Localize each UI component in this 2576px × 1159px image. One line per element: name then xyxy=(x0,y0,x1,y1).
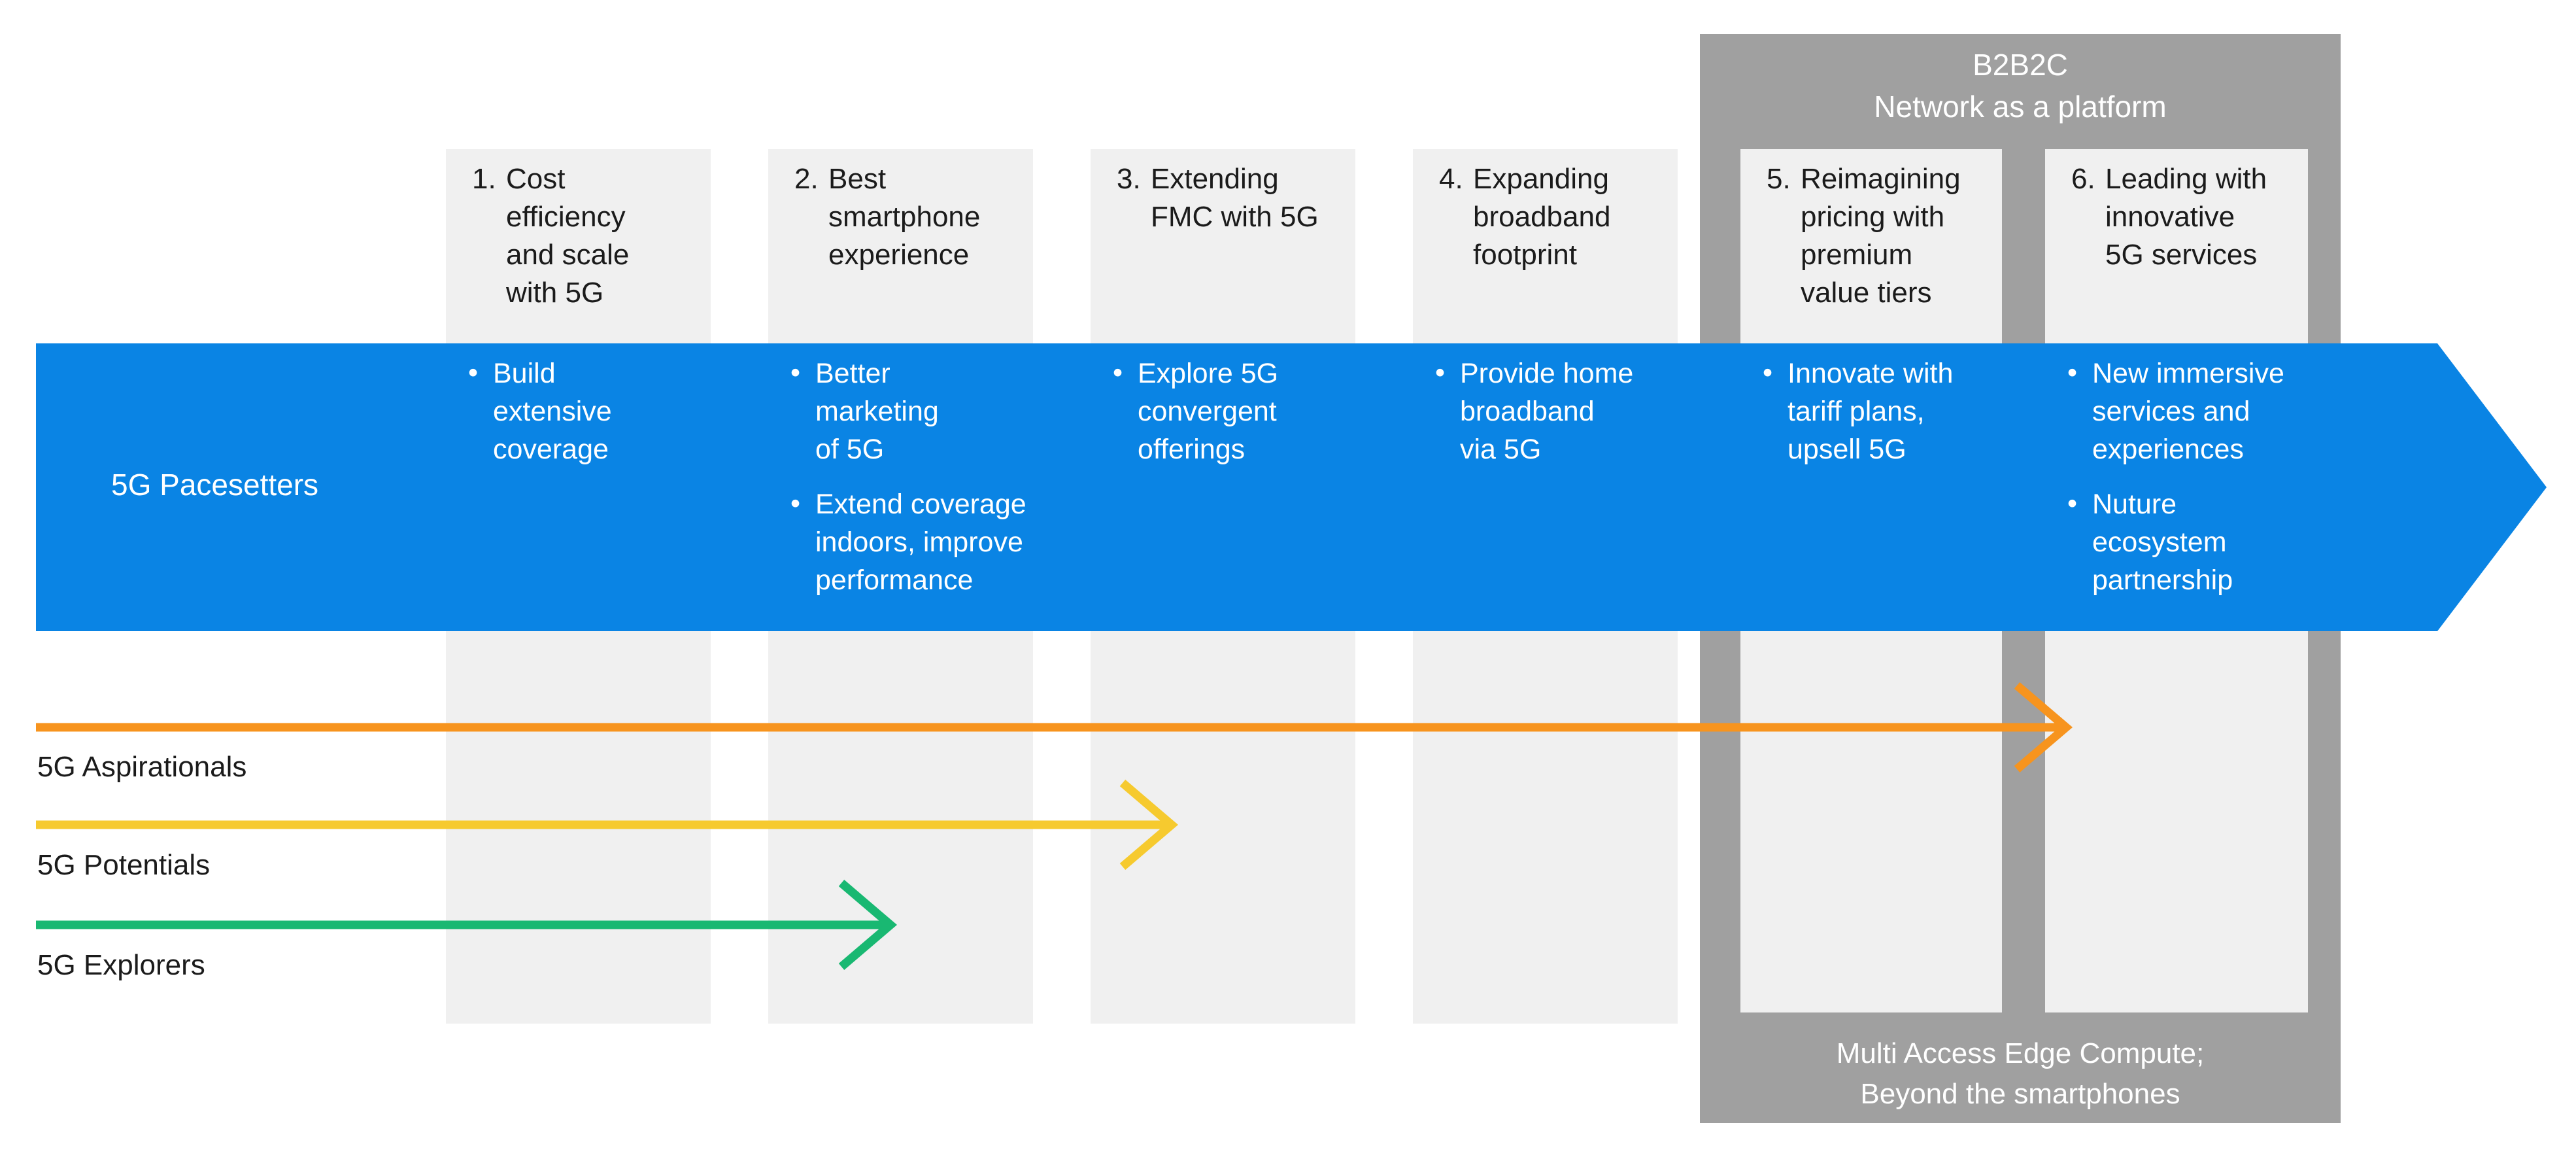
column-header-5: 5. Reimagining pricing with premium valu… xyxy=(1767,160,2008,312)
column-title-line: value tiers xyxy=(1801,277,1932,309)
band-bullets-column-3: • Explore 5G convergent offerings xyxy=(1109,355,1370,485)
bullet-item: • Extend coverage indoors, improve perfo… xyxy=(787,485,1061,599)
column-title-line: innovative xyxy=(2105,201,2235,233)
band-bullets-column-1: • Build extensive coverage xyxy=(464,355,726,485)
b2b2c-footer: Multi Access Edge Compute; Beyond the sm… xyxy=(1700,1033,2341,1115)
column-title-line: with 5G xyxy=(506,277,604,309)
bullet-dot-icon: • xyxy=(2067,357,2078,389)
bullet-item: • Nuture ecosystem partnership xyxy=(2063,485,2338,599)
bullet-line: tariff plans, xyxy=(1788,396,1925,427)
segment-label-explorers: 5G Explorers xyxy=(37,949,205,981)
pacesetters-band xyxy=(36,343,2547,631)
bullet-dot-icon: • xyxy=(1763,357,1773,389)
bullet-dot-icon: • xyxy=(790,357,801,389)
bullet-line: Innovate with xyxy=(1788,358,1954,389)
column-number-1: 1. xyxy=(472,163,496,195)
band-bullets-column-4: • Provide home broadband via 5G xyxy=(1431,355,1699,485)
column-number-6: 6. xyxy=(2071,163,2095,195)
b2b2c-footer-line-2: Beyond the smartphones xyxy=(1860,1078,2180,1110)
bullet-item: • Explore 5G convergent offerings xyxy=(1109,355,1370,468)
bullet-line: upsell 5G xyxy=(1788,434,1907,465)
bullet-line: partnership xyxy=(2092,564,2233,596)
bullet-item: • Build extensive coverage xyxy=(464,355,726,468)
column-header-6: 6. Leading with innovative 5G services xyxy=(2071,160,2320,274)
column-number-5: 5. xyxy=(1767,163,1791,195)
bullet-dot-icon: • xyxy=(468,357,479,389)
column-title-line: Expanding xyxy=(1473,163,1609,195)
column-title-line: experience xyxy=(828,239,970,271)
column-title-line: pricing with xyxy=(1801,201,1945,233)
bullet-line: Build xyxy=(493,358,556,389)
bullet-line: performance xyxy=(815,564,974,596)
column-title-line: and scale xyxy=(506,239,630,271)
column-header-1: 1. Cost efficiency and scale with 5G xyxy=(472,160,707,312)
bullet-dot-icon: • xyxy=(790,488,801,519)
b2b2c-title: B2B2C xyxy=(1973,48,2068,82)
b2b2c-footer-line-1: Multi Access Edge Compute; xyxy=(1836,1037,2205,1069)
bullet-line: offerings xyxy=(1138,434,1246,465)
column-title-line: smartphone xyxy=(828,201,981,233)
bullet-line: ecosystem xyxy=(2092,527,2227,558)
bullet-item: • Better marketing of 5G xyxy=(787,355,1061,468)
bullet-line: coverage xyxy=(493,434,609,465)
column-title-line: premium xyxy=(1801,239,1913,271)
column-title-line: broadband xyxy=(1473,201,1611,233)
bullet-line: New immersive xyxy=(2092,358,2284,389)
column-number-4: 4. xyxy=(1439,163,1463,195)
bullet-line: services and xyxy=(2092,396,2250,427)
band-bullets-column-5: • Innovate with tariff plans, upsell 5G xyxy=(1759,355,2020,485)
column-title-line: Leading with xyxy=(2105,163,2267,195)
column-title-line: Best xyxy=(828,163,887,195)
segment-label-aspirationals: 5G Aspirationals xyxy=(37,751,247,783)
bullet-item: • Innovate with tariff plans, upsell 5G xyxy=(1759,355,2020,468)
column-number-2: 2. xyxy=(794,163,819,195)
bullet-item: • Provide home broadband via 5G xyxy=(1431,355,1699,468)
bullet-line: Provide home xyxy=(1460,358,1634,389)
bullet-dot-icon: • xyxy=(1113,357,1123,389)
bullet-line: of 5G xyxy=(815,434,885,465)
bullet-line: Extend coverage xyxy=(815,489,1026,520)
band-label-pacesetters: 5G Pacesetters xyxy=(111,468,319,502)
bullet-dot-icon: • xyxy=(1435,357,1446,389)
bullet-line: indoors, improve xyxy=(815,527,1023,558)
band-bullets-column-6: • New immersive services and experiences… xyxy=(2063,355,2338,616)
bullet-line: Explore 5G xyxy=(1138,358,1279,389)
segment-label-potentials: 5G Potentials xyxy=(37,849,211,881)
bullet-dot-icon: • xyxy=(2067,488,2078,519)
column-number-3: 3. xyxy=(1117,163,1141,195)
column-title-line: Extending xyxy=(1151,163,1279,195)
band-bullets-column-2: • Better marketing of 5G • Extend covera… xyxy=(787,355,1061,616)
column-header-2: 2. Best smartphone experience xyxy=(794,160,1036,274)
column-title-line: FMC with 5G xyxy=(1151,201,1319,233)
column-title-line: Cost xyxy=(506,163,566,195)
bullet-line: extensive xyxy=(493,396,612,427)
bullet-line: via 5G xyxy=(1460,434,1542,465)
b2b2c-subtitle: Network as a platform xyxy=(1874,90,2167,124)
bullet-item: • New immersive services and experiences xyxy=(2063,355,2338,468)
bullet-line: convergent xyxy=(1138,396,1277,427)
bullet-line: Nuture xyxy=(2092,489,2177,520)
column-header-3: 3. Extending FMC with 5G xyxy=(1117,160,1365,236)
column-title-line: 5G services xyxy=(2105,239,2258,271)
column-header-4: 4. Expanding broadband footprint xyxy=(1439,160,1687,274)
column-title-line: footprint xyxy=(1473,239,1577,271)
bullet-line: experiences xyxy=(2092,434,2244,465)
bullet-line: broadband xyxy=(1460,396,1595,427)
bullet-line: marketing xyxy=(815,396,939,427)
column-title-line: Reimagining xyxy=(1801,163,1961,195)
column-title-line: efficiency xyxy=(506,201,626,233)
bullet-line: Better xyxy=(815,358,890,389)
